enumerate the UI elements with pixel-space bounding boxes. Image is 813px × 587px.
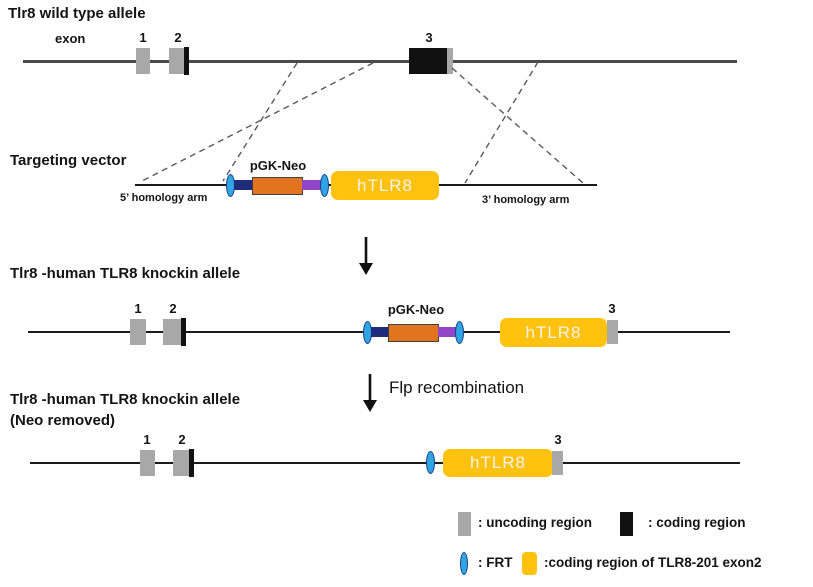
wildtype-exon3-uncoding-bar — [447, 48, 453, 74]
exon-label: exon — [55, 31, 86, 46]
knockin-exon2-coding-bar — [181, 318, 186, 346]
knockin-exon2-number: 2 — [169, 301, 177, 316]
vector-purple-linker — [302, 180, 321, 190]
neoremoved-htlr8-label: hTLR8 — [469, 453, 527, 472]
neoremoved-exon1-box — [140, 450, 155, 476]
legend-tlr8-exon2-swatch — [522, 552, 537, 575]
knockin-exon2-box — [163, 319, 181, 345]
wildtype-exon2-number: 2 — [174, 30, 182, 45]
neoremoved-exon2-box — [173, 450, 189, 476]
legend-coding-swatch — [620, 512, 633, 536]
legend-coding-label: : coding region — [648, 515, 746, 530]
wildtype-exon3-number: 3 — [425, 30, 433, 45]
neoremoved-exon3-uncoding-bar — [552, 451, 563, 475]
knockin-purple-linker — [438, 327, 456, 337]
neoremoved-exon1-number: 1 — [143, 432, 151, 447]
legend-tlr8-exon2-label: :coding region of TLR8-201 exon2 — [544, 555, 762, 570]
neoremoved-htlr8-box: hTLR8 — [443, 449, 553, 477]
wildtype-exon3-box — [409, 48, 447, 74]
neoremoved-exon3-number: 3 — [554, 432, 562, 447]
knockin-navy-linker — [371, 327, 389, 337]
vector-htlr8-box: hTLR8 — [331, 171, 439, 200]
wildtype-exon2-coding-bar — [184, 47, 189, 75]
legend-frt-icon — [460, 552, 468, 575]
knockin-htlr8-box: hTLR8 — [500, 318, 607, 347]
knockin-exon3-number: 3 — [608, 301, 616, 316]
knockin-pgk-neo-label: pGK-Neo — [387, 302, 445, 317]
wildtype-allele-line — [23, 60, 737, 63]
neoremoved-exon2-coding-bar — [189, 449, 194, 477]
knockin-pgk-neo-box — [388, 324, 439, 342]
neoremoved-allele-line — [30, 462, 740, 464]
knockin-htlr8-label: hTLR8 — [525, 322, 582, 342]
wildtype-title: Tlr8 wild type allele — [8, 5, 146, 22]
neo-removed-title-line1: Tlr8 -human TLR8 knockin allele — [10, 391, 241, 408]
targeting-vector-title: Targeting vector — [10, 152, 127, 169]
homology-arm-3-label: 3’ homology arm — [482, 194, 570, 206]
neoremoved-exon2-number: 2 — [178, 432, 186, 447]
step-arrow-2-head — [363, 400, 377, 412]
recombination-dash-line-right-b — [464, 61, 539, 184]
frt-site-icon — [455, 321, 464, 344]
wildtype-exon2-box — [169, 48, 184, 74]
homology-arm-5-label: 5’ homology arm — [120, 192, 208, 204]
wildtype-exon1-number: 1 — [139, 30, 147, 45]
frt-site-icon — [426, 451, 435, 474]
vector-pgk-neo-box — [252, 177, 303, 195]
knockin-exon3-uncoding-bar — [607, 320, 618, 344]
neo-removed-title-line2: (Neo removed) — [10, 412, 116, 429]
flp-recombination-label: Flp recombination — [389, 378, 525, 397]
recombination-dash-line-right-a — [451, 67, 584, 184]
vector-pgk-neo-label: pGK-Neo — [249, 158, 307, 173]
vector-htlr8-label: hTLR8 — [356, 175, 414, 195]
legend-frt-label: : FRT — [478, 555, 513, 570]
knockin-title: Tlr8 -human TLR8 knockin allele — [10, 265, 241, 282]
knockin-exon1-box — [130, 319, 146, 345]
legend-uncoding-label: : uncoding region — [478, 515, 592, 530]
step-arrow-1-head — [359, 263, 373, 275]
legend-uncoding-swatch — [458, 512, 471, 536]
knockin-exon1-number: 1 — [134, 301, 142, 316]
wildtype-exon1-box — [136, 48, 150, 74]
frt-site-icon — [320, 174, 329, 197]
vector-navy-linker — [234, 180, 253, 190]
